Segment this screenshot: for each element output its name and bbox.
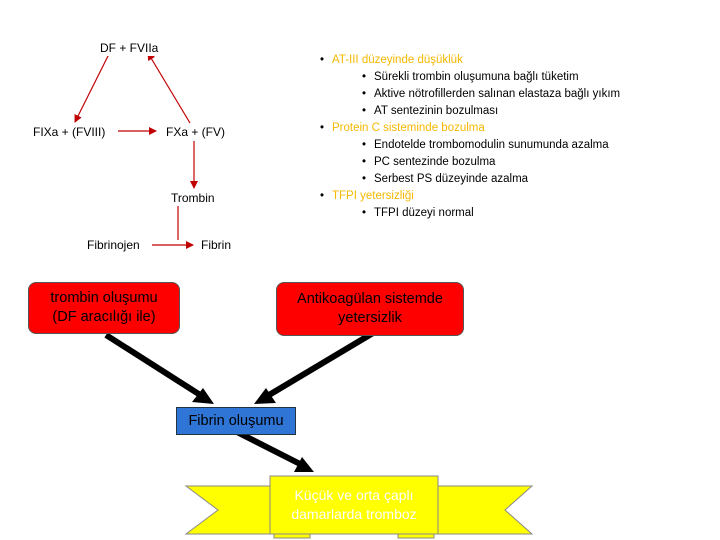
list-item: •Sürekli trombin oluşumuna bağlı tüketim (362, 71, 579, 83)
fibrin-formation-label: Fibrin oluşumu (188, 412, 284, 429)
list-item: •PC sentezinde bozulma (362, 156, 496, 168)
thrombosis-box: Küçük ve orta çaplı damarlarda tromboz (272, 482, 436, 528)
thrombin-formation-line1: trombin oluşumu (50, 290, 158, 306)
arrow-df-to-fixa (74, 51, 111, 123)
list-item-heading: •TFPI yetersizliği (320, 190, 414, 202)
arrow-fibrin-to-thrombosis (235, 429, 306, 469)
thrombosis-line2: damarlarda tromboz (291, 506, 417, 522)
arrow-thrombin-box-to-fibrin (104, 332, 207, 401)
node-df-fviia: DF + FVIIa (100, 40, 159, 56)
list-item-heading: •AT-III düzeyinde düşüklük (320, 54, 463, 66)
scroll-banner-center (269, 475, 439, 535)
list-item: •Endotelde trombomodulin sunumunda azalm… (362, 139, 609, 151)
arrow-anticoag-box-to-fibrin (262, 330, 375, 401)
arrow-fxa-to-df (147, 52, 191, 124)
thrombin-formation-line2: (DF aracılığı ile) (52, 309, 156, 325)
thrombin-formation-box: trombin oluşumu (DF aracılığı ile) (28, 282, 180, 334)
list-item-heading: •Protein C sisteminde bozulma (320, 122, 485, 134)
anticoagulant-deficiency-box: Antikoagülan sistemde yetersizlik (276, 282, 464, 336)
fibrin-formation-box: Fibrin oluşumu (176, 407, 296, 435)
arrowhead-thrombin-box-to-fibrin (192, 388, 214, 404)
node-fxa-fv: FXa + (FV) (166, 124, 226, 140)
arrowhead-fibrin-to-thrombosis (294, 457, 314, 472)
list-item: •AT sentezinin bozulması (362, 105, 499, 117)
node-trombin: Trombin (171, 190, 215, 206)
scroll-banner-left-fold (184, 485, 275, 535)
node-fibrin: Fibrin (201, 237, 232, 253)
anticoag-line2: yetersizlik (338, 310, 402, 326)
anticoag-line1: Antikoagülan sistemde (297, 291, 443, 307)
scroll-banner-right-fold (429, 485, 534, 535)
list-item: •Serbest PS düzeyinde azalma (362, 173, 529, 185)
list-item: •Aktive nötrofillerden salınan elastaza … (362, 88, 621, 100)
arrowhead-anticoag-box-to-fibrin (254, 388, 276, 404)
findings-list: •AT-III düzeyinde düşüklük •Sürekli trom… (320, 52, 620, 222)
node-fibrinojen: Fibrinojen (87, 237, 140, 253)
list-item: •TFPI düzeyi normal (362, 207, 474, 219)
thrombosis-line1: Küçük ve orta çaplı (294, 487, 414, 503)
node-fixa-fviii: FIXa + (FVIII) (33, 124, 106, 140)
